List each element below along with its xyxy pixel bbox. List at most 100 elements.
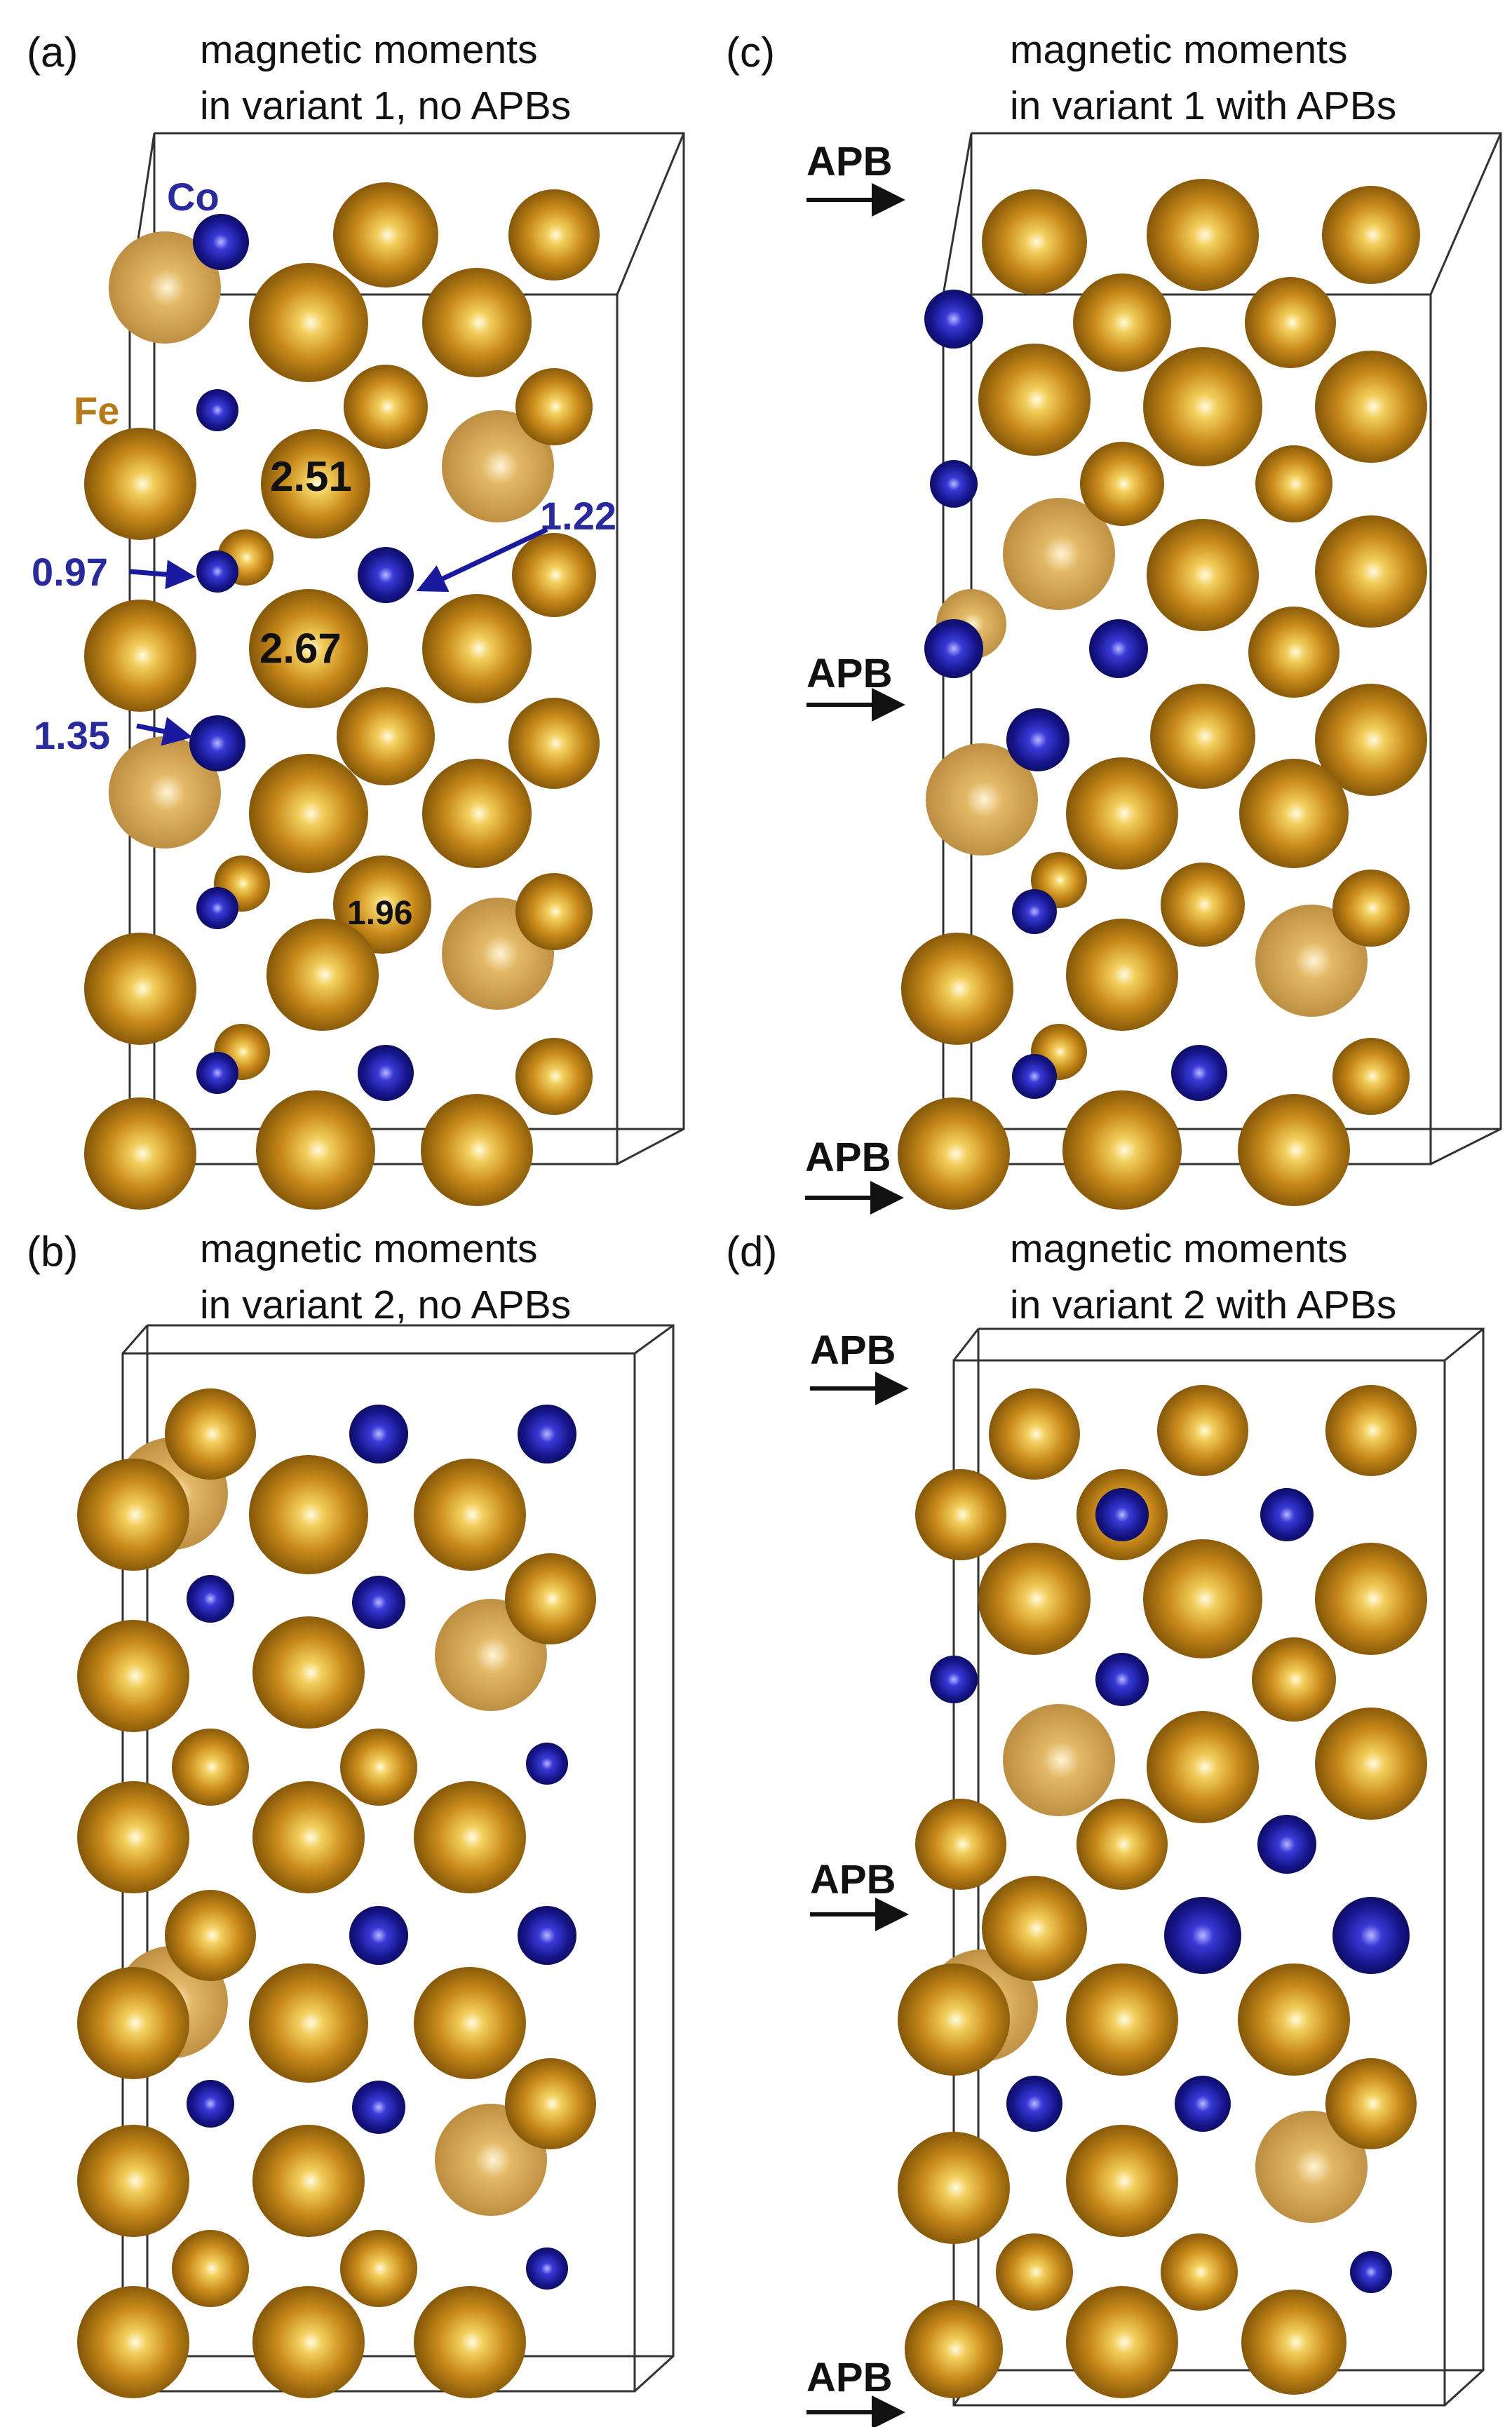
apb-marker: APB [806, 651, 905, 722]
fe-atom [1332, 870, 1410, 947]
panel-d: (d) magnetic moments in variant 2 with A… [726, 1226, 1485, 2427]
co-atom [526, 2247, 568, 2290]
co-atom [196, 389, 238, 431]
apb-marker: APB [806, 139, 905, 217]
fe-atom [84, 1097, 196, 1210]
fe-atom [1255, 445, 1332, 522]
fe-atom [898, 1097, 1010, 1210]
panel-title-line-2: in variant 2 with APBs [1010, 1283, 1396, 1327]
fe-atom [1143, 347, 1262, 466]
fe-atom [1255, 905, 1368, 1017]
fe-atom [422, 268, 532, 377]
fe-atom [982, 189, 1087, 295]
co-atom [187, 1575, 234, 1623]
fe-atom [165, 1388, 256, 1480]
fe-legend-label: Fe [74, 388, 119, 433]
fe-atom [1073, 273, 1171, 372]
co-atom [358, 547, 414, 603]
co-atom [196, 550, 238, 593]
fe-atom [505, 2058, 596, 2149]
fe-atom [901, 933, 1013, 1045]
fe-atom [252, 2125, 365, 2237]
panel-title-line-2: in variant 2, no APBs [200, 1283, 571, 1327]
co-atom [1257, 1815, 1316, 1874]
co-atom [526, 1743, 568, 1785]
fe-atom [905, 2300, 1003, 2398]
apb-label: APB [806, 651, 892, 696]
fe-atom [77, 1781, 189, 1893]
fe-atom [978, 1543, 1091, 1655]
co-atom [1006, 2076, 1062, 2132]
moment-value: 1.35 [34, 713, 110, 757]
fe-atom [1241, 2290, 1346, 2395]
co-atom [187, 2080, 234, 2128]
fe-atom [978, 344, 1091, 456]
co-atom [1012, 1054, 1057, 1099]
fe-atom [256, 1090, 375, 1210]
apb-marker: APB [810, 1327, 909, 1405]
fe-atom [266, 919, 379, 1031]
apb-marker: APB [810, 1857, 909, 1931]
atoms [77, 1388, 596, 2398]
apb-label: APB [805, 1135, 891, 1180]
fe-atom [1239, 759, 1349, 868]
fe-atom [1157, 1385, 1248, 1476]
fe-atom [1066, 2286, 1178, 2398]
fe-atom [505, 1553, 596, 1644]
fe-atom [249, 1455, 368, 1574]
fe-atom [989, 1388, 1080, 1480]
fe-atom [898, 1963, 1010, 2076]
fe-atom [508, 189, 600, 280]
panel-title-line-1: magnetic moments [1010, 1226, 1348, 1271]
co-atom [352, 1576, 405, 1629]
co-atom [1171, 1045, 1227, 1101]
fe-atom [109, 231, 221, 344]
panel-letter: (d) [726, 1228, 777, 1275]
moment-value: 2.67 [259, 625, 342, 672]
co-atom [196, 887, 238, 929]
co-atom [1089, 619, 1148, 678]
fe-atom [515, 873, 593, 950]
fe-atom [414, 1781, 526, 1893]
panel-letter: (a) [27, 29, 78, 76]
fe-atom [508, 698, 600, 789]
atoms [898, 1385, 1427, 2398]
fe-atom [1161, 863, 1245, 947]
fe-atom [1066, 1963, 1178, 2076]
fe-atom [1143, 1539, 1262, 1658]
apb-label: APB [806, 139, 892, 184]
moment-value: 1.96 [347, 895, 412, 932]
fe-atom [340, 1729, 417, 1806]
fe-atom [1315, 351, 1427, 463]
fe-atom [1066, 919, 1178, 1031]
fe-atom [1315, 1708, 1427, 1820]
co-atom [193, 214, 249, 270]
fe-atom [1147, 519, 1259, 631]
co-atom [189, 715, 245, 771]
fe-atom [414, 2286, 526, 2398]
apb-marker: APB [805, 1135, 904, 1215]
fe-atom [252, 1781, 365, 1893]
moment-value: 1.22 [540, 494, 616, 538]
fe-atom [172, 1729, 249, 1806]
fe-atom [898, 2132, 1010, 2244]
fe-atom [1332, 1038, 1410, 1115]
fe-atom [1147, 179, 1259, 291]
co-atom [930, 1656, 978, 1703]
fe-atom [77, 1459, 189, 1571]
fe-atom [249, 754, 368, 873]
co-atom [1095, 1488, 1149, 1541]
co-atom [518, 1405, 576, 1463]
fe-atom [1003, 1704, 1115, 1816]
pointer-arrow [136, 717, 193, 746]
fe-atom [261, 429, 370, 539]
fe-atom [249, 589, 368, 708]
co-atom [930, 460, 978, 508]
atoms [898, 179, 1427, 1210]
fe-atom [84, 428, 196, 540]
fe-atom [344, 365, 428, 449]
co-atom [349, 1906, 408, 1965]
fe-atom [1076, 1799, 1168, 1890]
fe-atom [1238, 1094, 1350, 1206]
panel-title-line-2: in variant 1, no APBs [200, 83, 571, 128]
